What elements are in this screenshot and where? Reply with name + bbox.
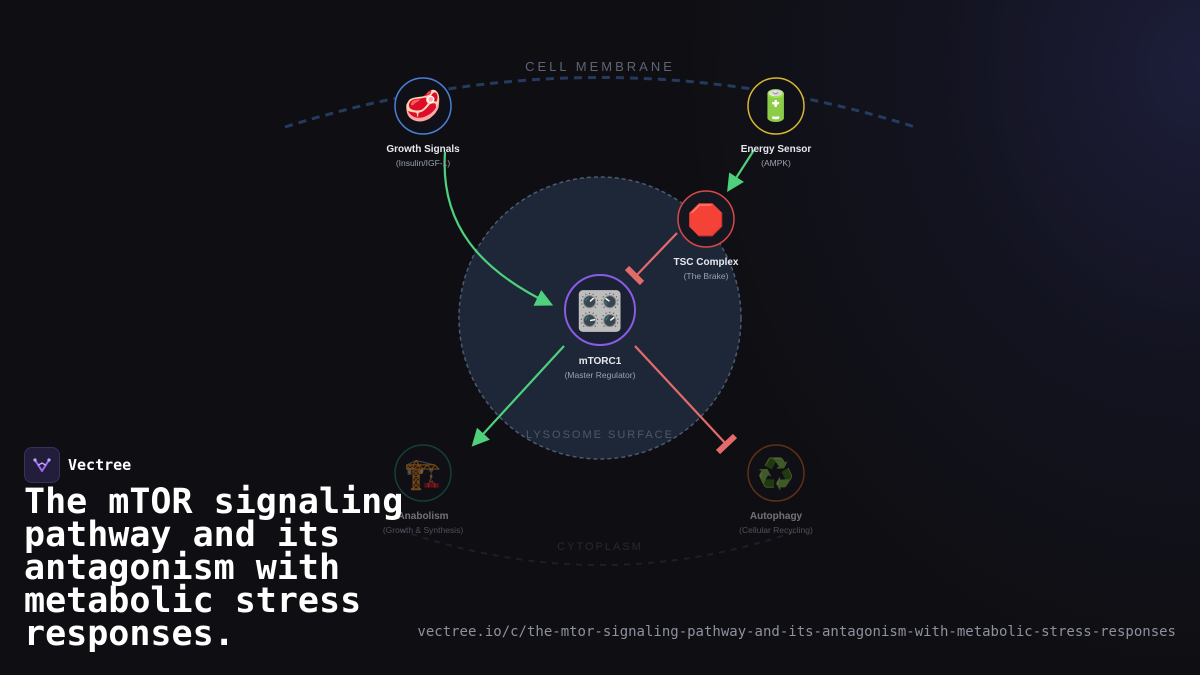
node-tsc-complex[interactable]: 🛑 TSC Complex (The Brake)	[673, 190, 739, 281]
vectree-logo-icon	[24, 447, 60, 483]
autophagy-title: Autophagy	[750, 511, 803, 522]
growth-node-ring	[394, 77, 452, 135]
anabolism-title: Anabolism	[397, 511, 448, 522]
mtorc1-subtitle: (Master Regulator)	[565, 370, 636, 380]
node-anabolism[interactable]: 🏗️ Anabolism (Growth & Synthesis)	[383, 444, 463, 535]
node-energy-sensor[interactable]: 🔋 Energy Sensor (AMPK)	[741, 77, 812, 168]
node-autophagy[interactable]: ♻️ Autophagy (Cellular Recycling)	[739, 444, 813, 535]
node-mtorc1[interactable]: 🎛️ mTORC1 (Master Regulator)	[564, 274, 636, 380]
mtorc1-title: mTORC1	[579, 356, 622, 367]
edge-mtorc1-inhibits-autophagy	[634, 345, 727, 445]
lower-arc	[399, 529, 801, 566]
recycle-icon: ♻️	[757, 456, 794, 492]
brand-name: Vectree	[68, 456, 132, 474]
brand[interactable]: Vectree	[24, 447, 131, 483]
cell-membrane-arc	[284, 76, 916, 129]
mtorc1-node-ring	[564, 274, 636, 346]
construction-crane-icon: 🏗️	[404, 457, 441, 492]
tsc-subtitle: (The Brake)	[684, 271, 729, 281]
cell-membrane-label: CELL MEMBRANE	[525, 59, 675, 74]
anabolism-subtitle: (Growth & Synthesis)	[383, 525, 463, 535]
edge-tsc-inhibits-mtorc1	[633, 232, 678, 279]
tsc-node-ring	[677, 190, 735, 248]
lysosome-label: LYSOSOME SURFACE	[526, 429, 674, 441]
tsc-title: TSC Complex	[673, 257, 738, 268]
cytoplasm-label: CYTOPLASM	[557, 541, 643, 553]
energy-subtitle: (AMPK)	[761, 158, 791, 168]
energy-title: Energy Sensor	[741, 144, 812, 155]
anabolism-node-ring	[394, 444, 452, 502]
edge-growth-to-mtorc1	[443, 151, 554, 306]
page-url[interactable]: vectree.io/c/the-mtor-signaling-pathway-…	[417, 624, 1176, 640]
edge-tsc-inhibits-mtorc1-bar	[624, 265, 645, 286]
autophagy-subtitle: (Cellular Recycling)	[739, 525, 813, 535]
energy-node-ring	[747, 77, 805, 135]
growth-title: Growth Signals	[386, 144, 460, 155]
meat-icon: 🥩	[404, 88, 441, 124]
page-headline: The mTOR signaling pathway and its antag…	[24, 482, 404, 654]
stop-sign-icon: 🛑	[687, 202, 724, 238]
control-knobs-icon: 🎛️	[576, 289, 623, 333]
edge-energy-to-tsc	[727, 149, 755, 192]
edge-mtorc1-inhibits-autophagy-bar	[715, 433, 738, 455]
battery-icon: 🔋	[757, 88, 794, 124]
edge-mtorc1-to-anabolism	[471, 345, 565, 447]
autophagy-node-ring	[747, 444, 805, 502]
growth-subtitle: (Insulin/IGF-1)	[396, 158, 450, 168]
node-growth-signals[interactable]: 🥩 Growth Signals (Insulin/IGF-1)	[386, 77, 460, 168]
